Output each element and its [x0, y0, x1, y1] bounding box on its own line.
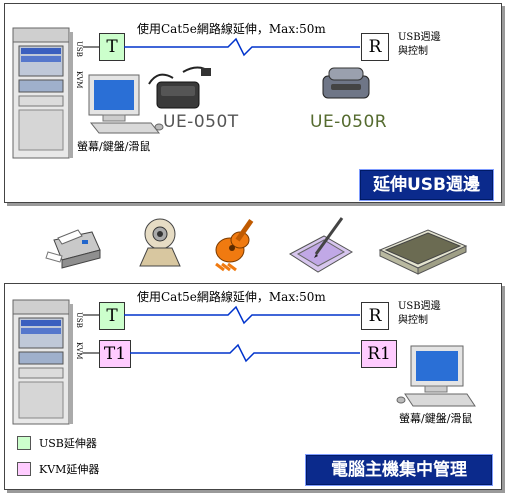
model-ue-050r: UE-050R: [310, 112, 388, 132]
banner-central-management: 電腦主機集中管理: [305, 454, 493, 486]
usb-peripheral-label: USB週邊: [398, 301, 441, 312]
pc-tower-icon: [12, 27, 73, 159]
panel-central-management: USB KVM T T1 使用Cat5e網路線延伸，Max:50m R R1 U…: [4, 283, 502, 490]
t1-transmitter-box: T1: [99, 340, 131, 368]
r1-receiver-box: R1: [361, 340, 397, 368]
usb-peripheral-label: USB週邊: [398, 32, 441, 43]
panel-usb-extension: USB KVM T 使用Cat5e網路線延伸，Max:50m R USB週邊 與…: [4, 3, 502, 203]
legend-usb-swatch: [17, 436, 31, 450]
t-transmitter-box: T: [99, 302, 125, 330]
tower-to-t-lines: [83, 314, 99, 354]
model-ue-050t: UE-050T: [163, 112, 239, 132]
guitar-icon: [215, 219, 254, 272]
cable-distance-label: 使用Cat5e網路線延伸，Max:50m: [137, 22, 326, 36]
printer-icon: [45, 229, 101, 269]
monitor-keyboard-icon: [396, 345, 476, 407]
cat5e-cable-line: [124, 37, 360, 57]
legend-usb-label: USB延伸器: [39, 437, 97, 450]
usb-cat5e-cable-line: [124, 305, 360, 325]
usb-port-label: USB: [75, 312, 83, 328]
usb-port-label: USB: [75, 41, 83, 57]
tablet-pen-icon: [289, 217, 353, 273]
legend-kvm-label: KVM延伸器: [39, 463, 100, 476]
tower-to-t-line: [83, 46, 99, 48]
t-transmitter-box: T: [99, 33, 125, 61]
monitor-keyboard-icon: [88, 74, 164, 134]
ue-050t-device-icon: [148, 66, 211, 109]
control-label: 與控制: [398, 315, 428, 326]
monitor-keyboard-mouse-caption: 螢幕/鍵盤/滑鼠: [399, 412, 473, 425]
kvm-port-label: KVM: [75, 342, 83, 360]
scanner-icon: [378, 229, 468, 275]
kvm-port-label: KVM: [75, 71, 83, 89]
r-receiver-box: R: [361, 33, 389, 61]
control-label: 與控制: [398, 46, 428, 57]
monitor-keyboard-mouse-caption: 螢幕/鍵盤/滑鼠: [77, 140, 151, 153]
ue-050r-device-icon: [322, 67, 370, 99]
cable-distance-label: 使用Cat5e網路線延伸，Max:50m: [137, 290, 326, 304]
banner-usb-extension: 延伸USB週邊: [359, 169, 494, 201]
kvm-cat5e-cable-line: [130, 343, 360, 363]
legend-kvm-swatch: [17, 462, 31, 476]
webcam-icon: [139, 218, 181, 267]
r-receiver-box: R: [361, 302, 389, 330]
pc-tower-icon: [12, 299, 73, 425]
